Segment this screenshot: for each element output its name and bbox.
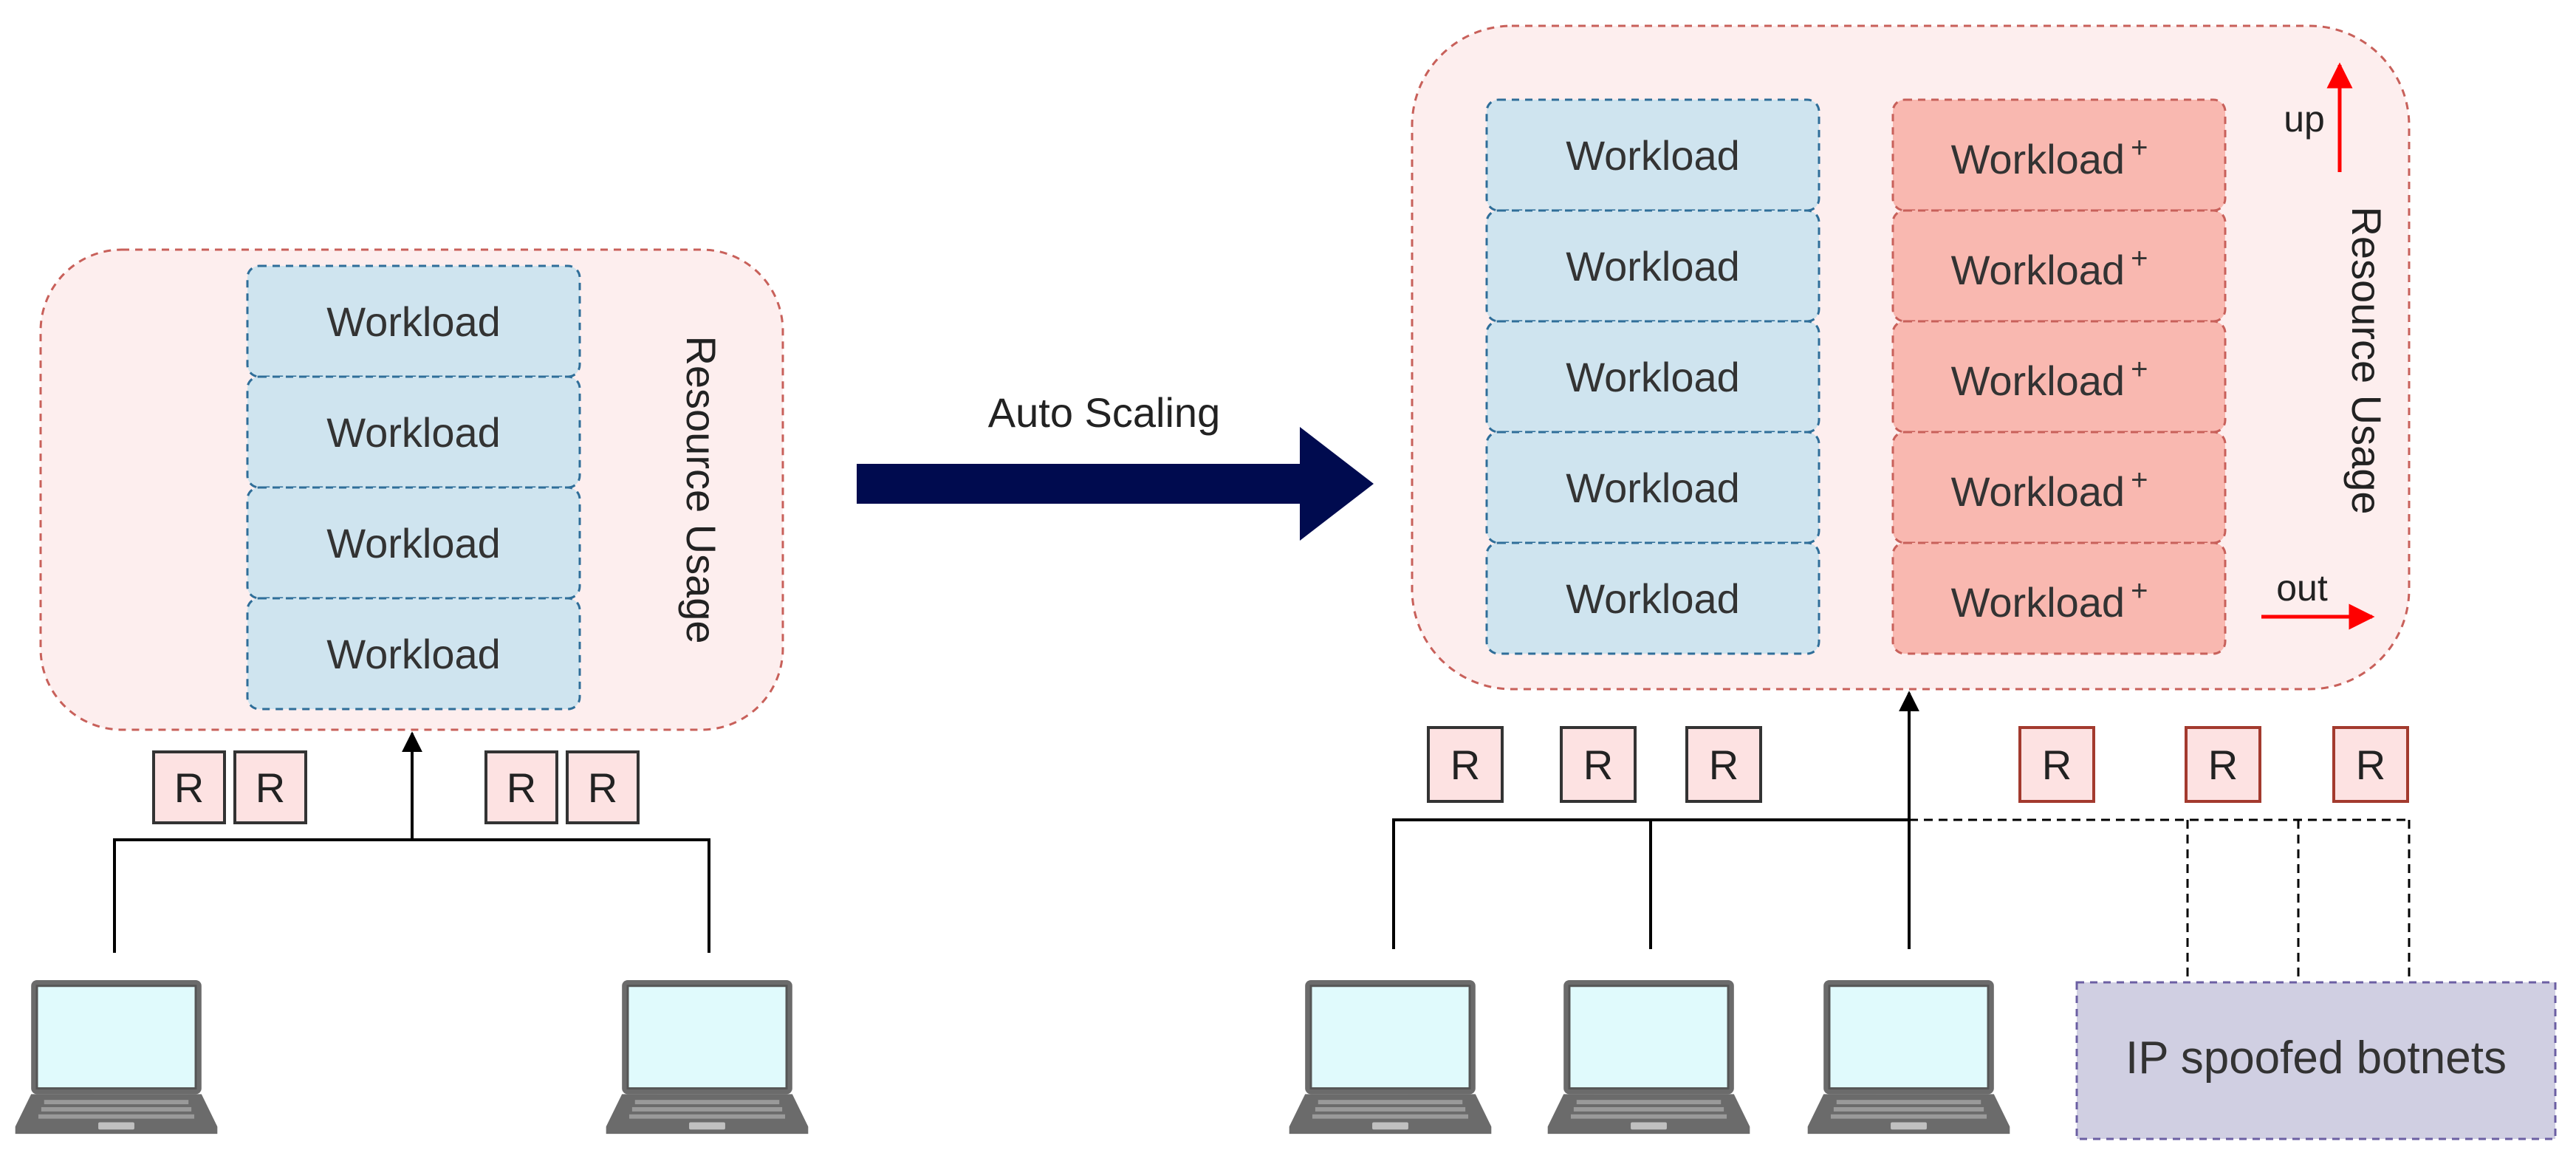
workload-label: Workload [326,409,501,456]
workload-label: Workload [326,520,501,567]
workload-block: Workload [246,486,581,600]
laptop-icon [15,979,218,1135]
scale-up-indicator: up [2284,62,2353,172]
request-box: R [1560,726,1637,803]
svg-text:Workload+: Workload+ [1951,242,2148,293]
request-label: R [2042,742,2072,788]
extra-workload-label: Workload [1951,357,2125,404]
request-label: R [507,764,536,811]
right-attack-connectors [1909,818,2411,979]
workload-label: Workload [326,631,501,677]
left-requests: R R R R [152,750,640,824]
extra-workload-block: Workload+ [1891,541,2227,655]
extra-workload-label: Workload [1951,136,2125,182]
extra-marker: + [2131,353,2148,386]
right-attack-requests: R R R [2018,726,2409,803]
workload-label: Workload [1566,575,1740,622]
attack-request-box: R [2185,726,2261,803]
extra-workload-block: Workload+ [1891,209,2227,323]
request-box: R [233,750,307,824]
laptop-icon [1289,979,1492,1135]
left-workload-stack: Workload Workload Workload Workload [246,264,581,711]
right-extra-workload-stack: Workload+ Workload+ Workload+ Workload+ … [1891,98,2227,655]
workload-block: Workload [1485,320,1820,434]
right-legit-requests: R R R [1427,726,1762,803]
scale-out-indicator: out [2261,567,2375,630]
request-label: R [1450,742,1480,788]
svg-text:Workload+: Workload+ [1951,464,2148,515]
svg-text:Workload+: Workload+ [1951,575,2148,626]
request-label: R [2208,742,2238,788]
request-label: R [588,764,617,811]
extra-marker: + [2131,575,2148,607]
right-workload-stack: Workload Workload Workload Workload Work… [1485,98,1820,655]
extra-workload-block: Workload+ [1891,98,2227,212]
laptop-icon [1547,979,1750,1135]
auto-scaling-label: Auto Scaling [988,389,1220,436]
workload-block: Workload [246,597,581,711]
scale-out-label: out [2276,567,2328,609]
scale-up-label: up [2284,98,2325,140]
workload-label: Workload [1566,132,1740,179]
extra-workload-block: Workload+ [1891,320,2227,434]
workload-label: Workload [326,298,501,345]
attack-request-box: R [2018,726,2095,803]
request-label: R [256,764,285,811]
request-label: R [1583,742,1613,788]
extra-workload-label: Workload [1951,247,2125,293]
laptop-icon [606,979,809,1135]
right-resource-usage-label: Resource Usage [2343,206,2390,514]
auto-scaling-arrow [857,427,1374,541]
workload-block: Workload [1485,98,1820,212]
auto-scaling-transition: Auto Scaling [857,389,1374,541]
laptop-icon [1807,979,2010,1135]
botnet-node: IP spoofed botnets [2075,981,2557,1140]
request-label: R [1709,742,1739,788]
extra-workload-label: Workload [1951,468,2125,515]
workload-block: Workload [1485,431,1820,544]
extra-marker: + [2131,464,2148,496]
request-label: R [174,764,204,811]
workload-label: Workload [1566,243,1740,290]
request-box: R [1427,726,1504,803]
workload-block: Workload [246,264,581,378]
svg-text:Workload+: Workload+ [1951,353,2148,404]
extra-workload-block: Workload+ [1891,431,2227,544]
extra-marker: + [2131,242,2148,275]
botnet-label: IP spoofed botnets [2125,1033,2507,1084]
attack-request-box: R [2332,726,2409,803]
extra-workload-label: Workload [1951,579,2125,626]
workload-block: Workload [246,375,581,489]
request-box: R [566,750,640,824]
workload-label: Workload [1566,354,1740,400]
request-box: R [152,750,226,824]
extra-marker: + [2131,131,2148,164]
request-box: R [1685,726,1762,803]
botnet-box [2075,981,2557,1140]
request-label: R [2356,742,2385,788]
workload-block: Workload [1485,541,1820,655]
left-resource-usage-label: Resource Usage [678,335,724,643]
request-box: R [484,750,558,824]
workload-block: Workload [1485,209,1820,323]
workload-label: Workload [1566,465,1740,511]
svg-text:Workload+: Workload+ [1951,131,2148,182]
left-connectors [113,731,710,953]
